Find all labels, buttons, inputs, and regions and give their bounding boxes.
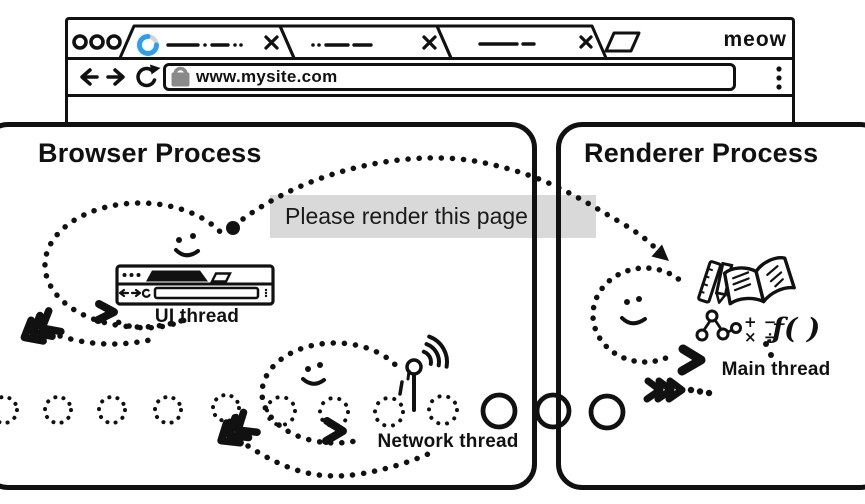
new-tab-button[interactable] — [604, 31, 641, 53]
math-symbols-row2: × ÷ — [744, 328, 777, 346]
book-icon — [722, 256, 796, 306]
network-thread-loop-arrowhead — [322, 417, 347, 445]
menu-icon[interactable] — [776, 66, 782, 90]
back-icon[interactable] — [80, 68, 99, 86]
antenna-icon — [398, 334, 450, 412]
message-bubble: Please render this page — [270, 195, 596, 238]
ui-thread-label: UI thread — [154, 306, 240, 327]
dotted-request-circles — [0, 393, 241, 425]
ui-thread-loop-arrowhead — [94, 300, 118, 324]
network-thread-label: Network thread — [377, 431, 519, 452]
ipc-message-arrowhead — [651, 244, 669, 261]
tab-1-close-icon[interactable] — [264, 35, 279, 50]
browser-process-title: Browser Process — [38, 138, 262, 168]
main-thread-incoming-dots — [687, 386, 713, 397]
ui-thread-incoming-trail — [57, 333, 153, 347]
window-brand-text: meow — [723, 28, 787, 51]
traffic-lights-icon[interactable] — [72, 34, 122, 50]
reload-icon[interactable] — [136, 64, 161, 88]
ui-thread-face — [174, 233, 200, 258]
solid-data-circles — [480, 392, 626, 431]
addressbar-divider — [66, 94, 794, 97]
function-trail-dots — [763, 341, 774, 358]
main-thread-loop — [590, 265, 682, 365]
ui-thread-incoming-chevrons-icon — [20, 307, 65, 345]
network-thread-loop — [259, 340, 398, 446]
ipc-origin-dot — [226, 221, 240, 235]
pencil-icon — [714, 261, 734, 304]
dotted-data-circles — [265, 394, 459, 428]
mini-browser-icon — [115, 264, 275, 306]
main-thread-incoming-chevrons-icon — [643, 377, 686, 403]
tab-3-close-icon[interactable] — [579, 35, 593, 49]
renderer-process-box — [556, 122, 865, 490]
url-input[interactable] — [163, 63, 736, 91]
tabstrip-divider — [66, 57, 794, 60]
renderer-process-title: Renderer Process — [584, 138, 819, 168]
main-thread-face — [620, 296, 647, 326]
function-symbol: ƒ( ) — [766, 312, 820, 345]
url-text: www.mysite.com — [196, 67, 338, 86]
tab-2-close-icon[interactable] — [422, 35, 437, 50]
main-thread-label: Main thread — [721, 359, 831, 380]
stream-chevrons-icon — [217, 408, 261, 447]
math-symbols-row1: + − — [744, 313, 777, 331]
ruler-icon — [697, 260, 722, 304]
forward-icon[interactable] — [106, 68, 125, 86]
tab-3[interactable] — [435, 24, 608, 59]
message-bubble-text: Please render this page — [285, 203, 528, 229]
network-thread-face — [301, 362, 326, 386]
main-thread-loop-arrowhead — [677, 344, 706, 376]
dom-tree-icon — [695, 309, 742, 342]
